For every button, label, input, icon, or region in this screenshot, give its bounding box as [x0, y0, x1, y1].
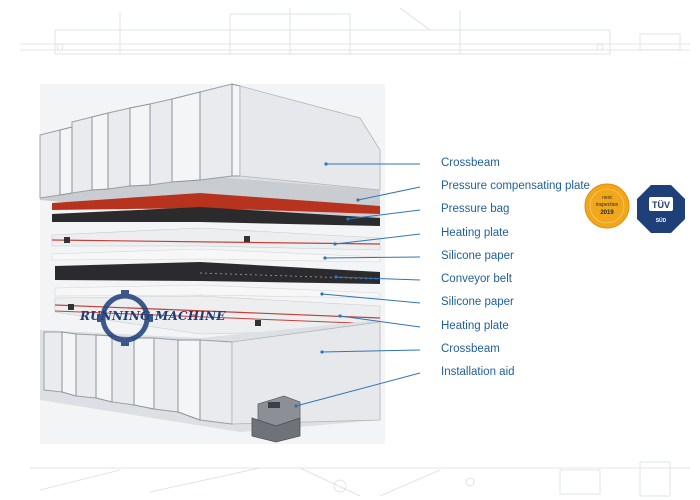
label-conveyor-belt: Conveyor belt [441, 273, 512, 285]
label-pressure-bag: Pressure bag [441, 203, 510, 215]
inspection-badge-line2: inspection [596, 202, 619, 208]
label-silicone-paper-top: Silicone paper [441, 250, 514, 262]
technical-drawing-bottom [30, 461, 690, 497]
label-pressure-compensating-plate: Pressure compensating plate [441, 180, 590, 192]
silicone-paper-upper [51, 248, 381, 263]
inspection-badge: next inspection 2019 [584, 183, 630, 229]
inspection-badge-line1: next [602, 195, 612, 201]
tuv-mark: TÜV [652, 200, 670, 210]
pressure-compensating-plate [52, 193, 380, 214]
tuv-sud-badge: TÜV SÜD [637, 185, 685, 233]
installation-aid [251, 395, 301, 443]
label-crossbeam-top: Crossbeam [441, 157, 500, 169]
label-silicone-paper-bottom: Silicone paper [441, 296, 514, 308]
label-heating-plate-top: Heating plate [441, 227, 509, 239]
pressure-bag [52, 207, 380, 226]
leader-lines [295, 163, 421, 407]
silicone-paper-lower [54, 284, 381, 299]
watermark-text: RUNNING MACHINE [80, 309, 226, 323]
tuv-sub: SÜD [656, 217, 667, 224]
heating-plate-lower [54, 295, 381, 335]
label-heating-plate-bottom: Heating plate [441, 320, 509, 332]
inspection-badge-year: 2019 [600, 210, 614, 216]
label-installation-aid: Installation aid [441, 366, 515, 378]
gear-logo [97, 290, 153, 346]
heating-plate-upper [51, 227, 381, 251]
technical-drawing-top [20, 7, 690, 55]
label-crossbeam-bottom: Crossbeam [441, 343, 500, 355]
